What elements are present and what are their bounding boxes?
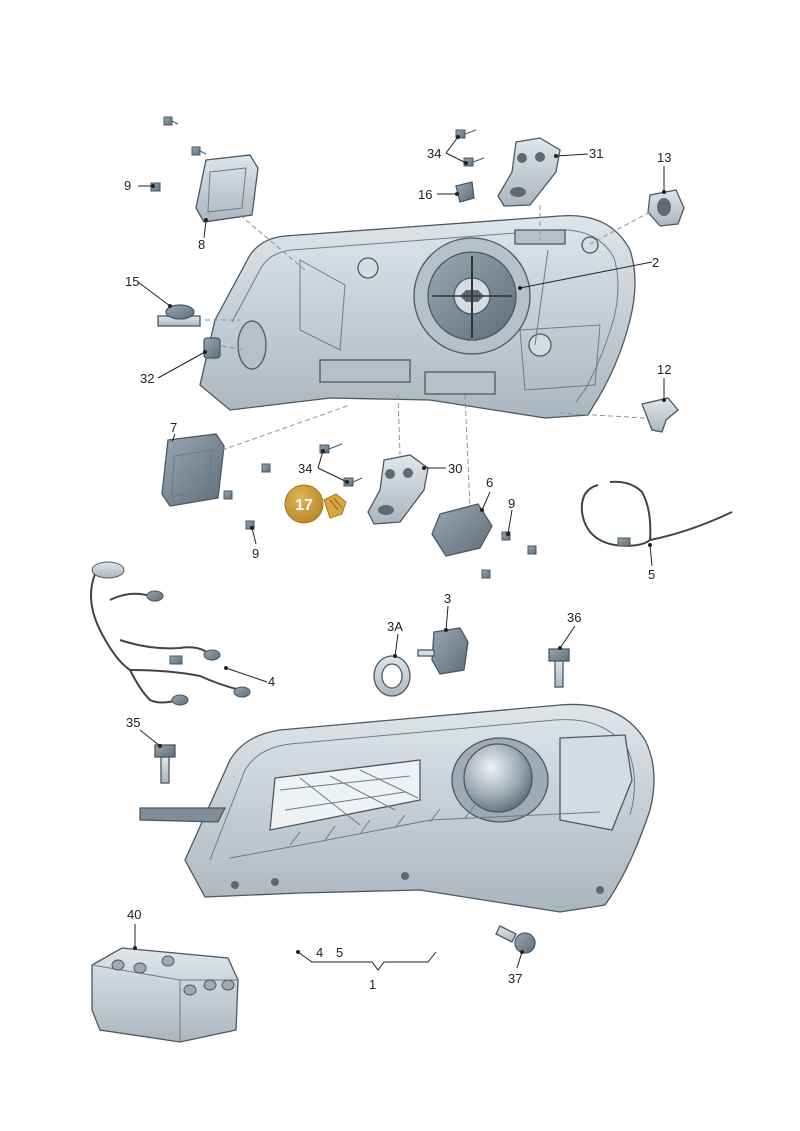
callout-labels: 2 31 13 12 15 32 9 8 34 16 30 34 7 6 9 9…: [124, 146, 671, 992]
leader-lines: [133, 135, 666, 971]
callout-16: 16: [418, 187, 432, 202]
callout-13: 13: [657, 150, 671, 165]
callout-34-mid: 34: [298, 461, 312, 476]
callout-2: 2: [652, 255, 659, 270]
control-unit-6: [431, 503, 493, 557]
highlighted-part-17[interactable]: 17: [284, 484, 347, 524]
callout-4: 4: [268, 674, 275, 689]
callout-35: 35: [126, 715, 140, 730]
control-unit-8: [195, 154, 259, 223]
bolt-36: [548, 648, 570, 688]
callout-30: 30: [448, 461, 462, 476]
callout-36: 36: [567, 610, 581, 625]
highlight-label: 17: [295, 497, 313, 514]
callout-6: 6: [486, 475, 493, 490]
control-unit-7: [161, 433, 225, 507]
grommet-15: [157, 304, 201, 327]
mounting-bracket-30: [367, 454, 429, 525]
wiring-harness-4: [90, 561, 251, 706]
callout-9-mid-left: 9: [252, 546, 259, 561]
retaining-ring-3A: [373, 655, 411, 697]
headlight-housing: [199, 214, 636, 419]
cap-16: [455, 181, 475, 203]
callout-8: 8: [198, 237, 205, 252]
adjuster-12: [641, 397, 679, 433]
adjuster-13: [647, 189, 685, 227]
wiring-harness-5: [580, 480, 733, 547]
headlight-assembly: [139, 703, 655, 913]
callout-40: 40: [127, 907, 141, 922]
assembly-lines: [205, 205, 651, 509]
clip-32: [203, 337, 221, 359]
group-label-5: 5: [336, 945, 343, 960]
callout-31: 31: [589, 146, 603, 161]
callout-9-mid-right: 9: [508, 496, 515, 511]
callout-12: 12: [657, 362, 671, 377]
group-label-4: 4: [316, 945, 323, 960]
repair-kit-40: [91, 947, 239, 1043]
callout-34-top: 34: [427, 146, 441, 161]
bolt-35: [154, 744, 176, 784]
callout-3A: 3A: [387, 619, 403, 634]
bulb-3: [417, 627, 469, 675]
callout-7: 7: [170, 420, 177, 435]
callout-3: 3: [444, 591, 451, 606]
callout-37: 37: [508, 971, 522, 986]
mounting-bracket-31: [497, 137, 561, 207]
callout-15: 15: [125, 274, 139, 289]
callout-9-top: 9: [124, 178, 131, 193]
group-label-1: 1: [369, 977, 376, 992]
bolt-37: [495, 925, 536, 954]
callout-5: 5: [648, 567, 655, 582]
highlight-badge[interactable]: [284, 484, 324, 524]
callout-32: 32: [140, 371, 154, 386]
